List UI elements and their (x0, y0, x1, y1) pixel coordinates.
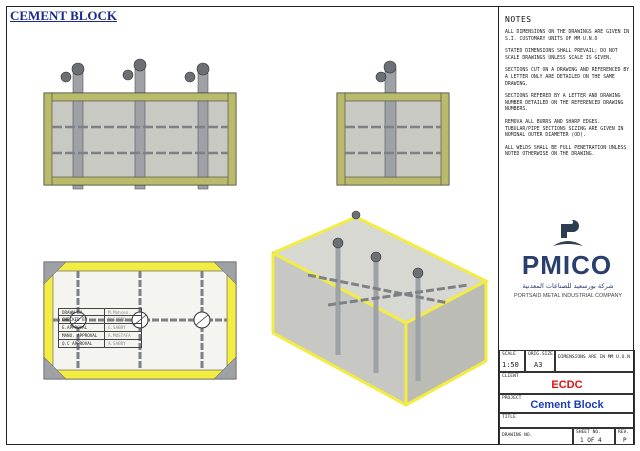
note-paragraph: STATED DIMENSIONS SHALL PREVAIL; DO NOT … (505, 49, 618, 61)
client-cell: CLIENT ECDC (499, 372, 635, 394)
note-paragraph: SECTIONS CUT ON A DRAWING AND REFERENCED… (505, 68, 630, 87)
note-paragraph: ALL DIMENSIONS ON THE DRAWINGS ARE GIVEN… (505, 30, 630, 42)
front-view (43, 58, 237, 190)
note-paragraph: ALL WELDS SHALL BE FULL PENETRATION UNLE… (505, 145, 627, 158)
drawing-no-cell: DRAWING NO. (499, 428, 573, 445)
orig-size-cell: ORIG.SIZE A3 (525, 350, 555, 372)
rev-value: P (623, 437, 627, 444)
notes-heading: NOTES (505, 15, 532, 24)
scale-cell: SCALE 1:50 (499, 350, 525, 372)
front-pipe-caps (60, 58, 210, 83)
project-cell: PROJECT Cement Block (499, 394, 635, 413)
client-value: ECDC (551, 379, 583, 391)
orig-size-value: A3 (534, 361, 543, 369)
logo-company: PORTSAID METAL INDUSTRIAL COMPANY (513, 293, 623, 299)
sheet-value: 1 OF 4 (580, 437, 602, 444)
side-view (336, 60, 450, 186)
drawing-title: CEMENT BLOCK (10, 8, 118, 23)
isometric-view (271, 210, 490, 407)
notes-body: ALL DIMENSIONS ON THE DRAWINGS ARE GIVEN… (505, 30, 631, 165)
top-view (43, 261, 237, 380)
note-paragraph: SECTIONS REFERED BY A LETTER AND DRAWING… (505, 94, 624, 113)
sheet-cell: SHEET NO. 1 OF 4 (573, 428, 615, 445)
logo-name: PMICO (521, 250, 613, 280)
project-value: Cement Block (530, 399, 604, 411)
note-paragraph: REMOVA ALL BURRS AND SHARP EDGES. TUBULA… (505, 119, 624, 139)
logo-arabic: شركة بورسعيد للصناعات المعدنية (522, 282, 614, 290)
rev-cell: REV. P (615, 428, 635, 445)
company-logo: PMICO شركة بورسعيد للصناعات المعدنية POR… (501, 216, 633, 306)
title-block-panel: NOTES ALL DIMENSIONS ON THE DRAWINGS ARE… (498, 6, 635, 445)
pmico-mark-icon (553, 220, 583, 246)
scale-value: 1:50 (502, 361, 519, 369)
dims-note-cell: DIMENSIONS ARE IN MM U.O.N (555, 350, 635, 372)
title-cell: TITLE (499, 413, 635, 428)
